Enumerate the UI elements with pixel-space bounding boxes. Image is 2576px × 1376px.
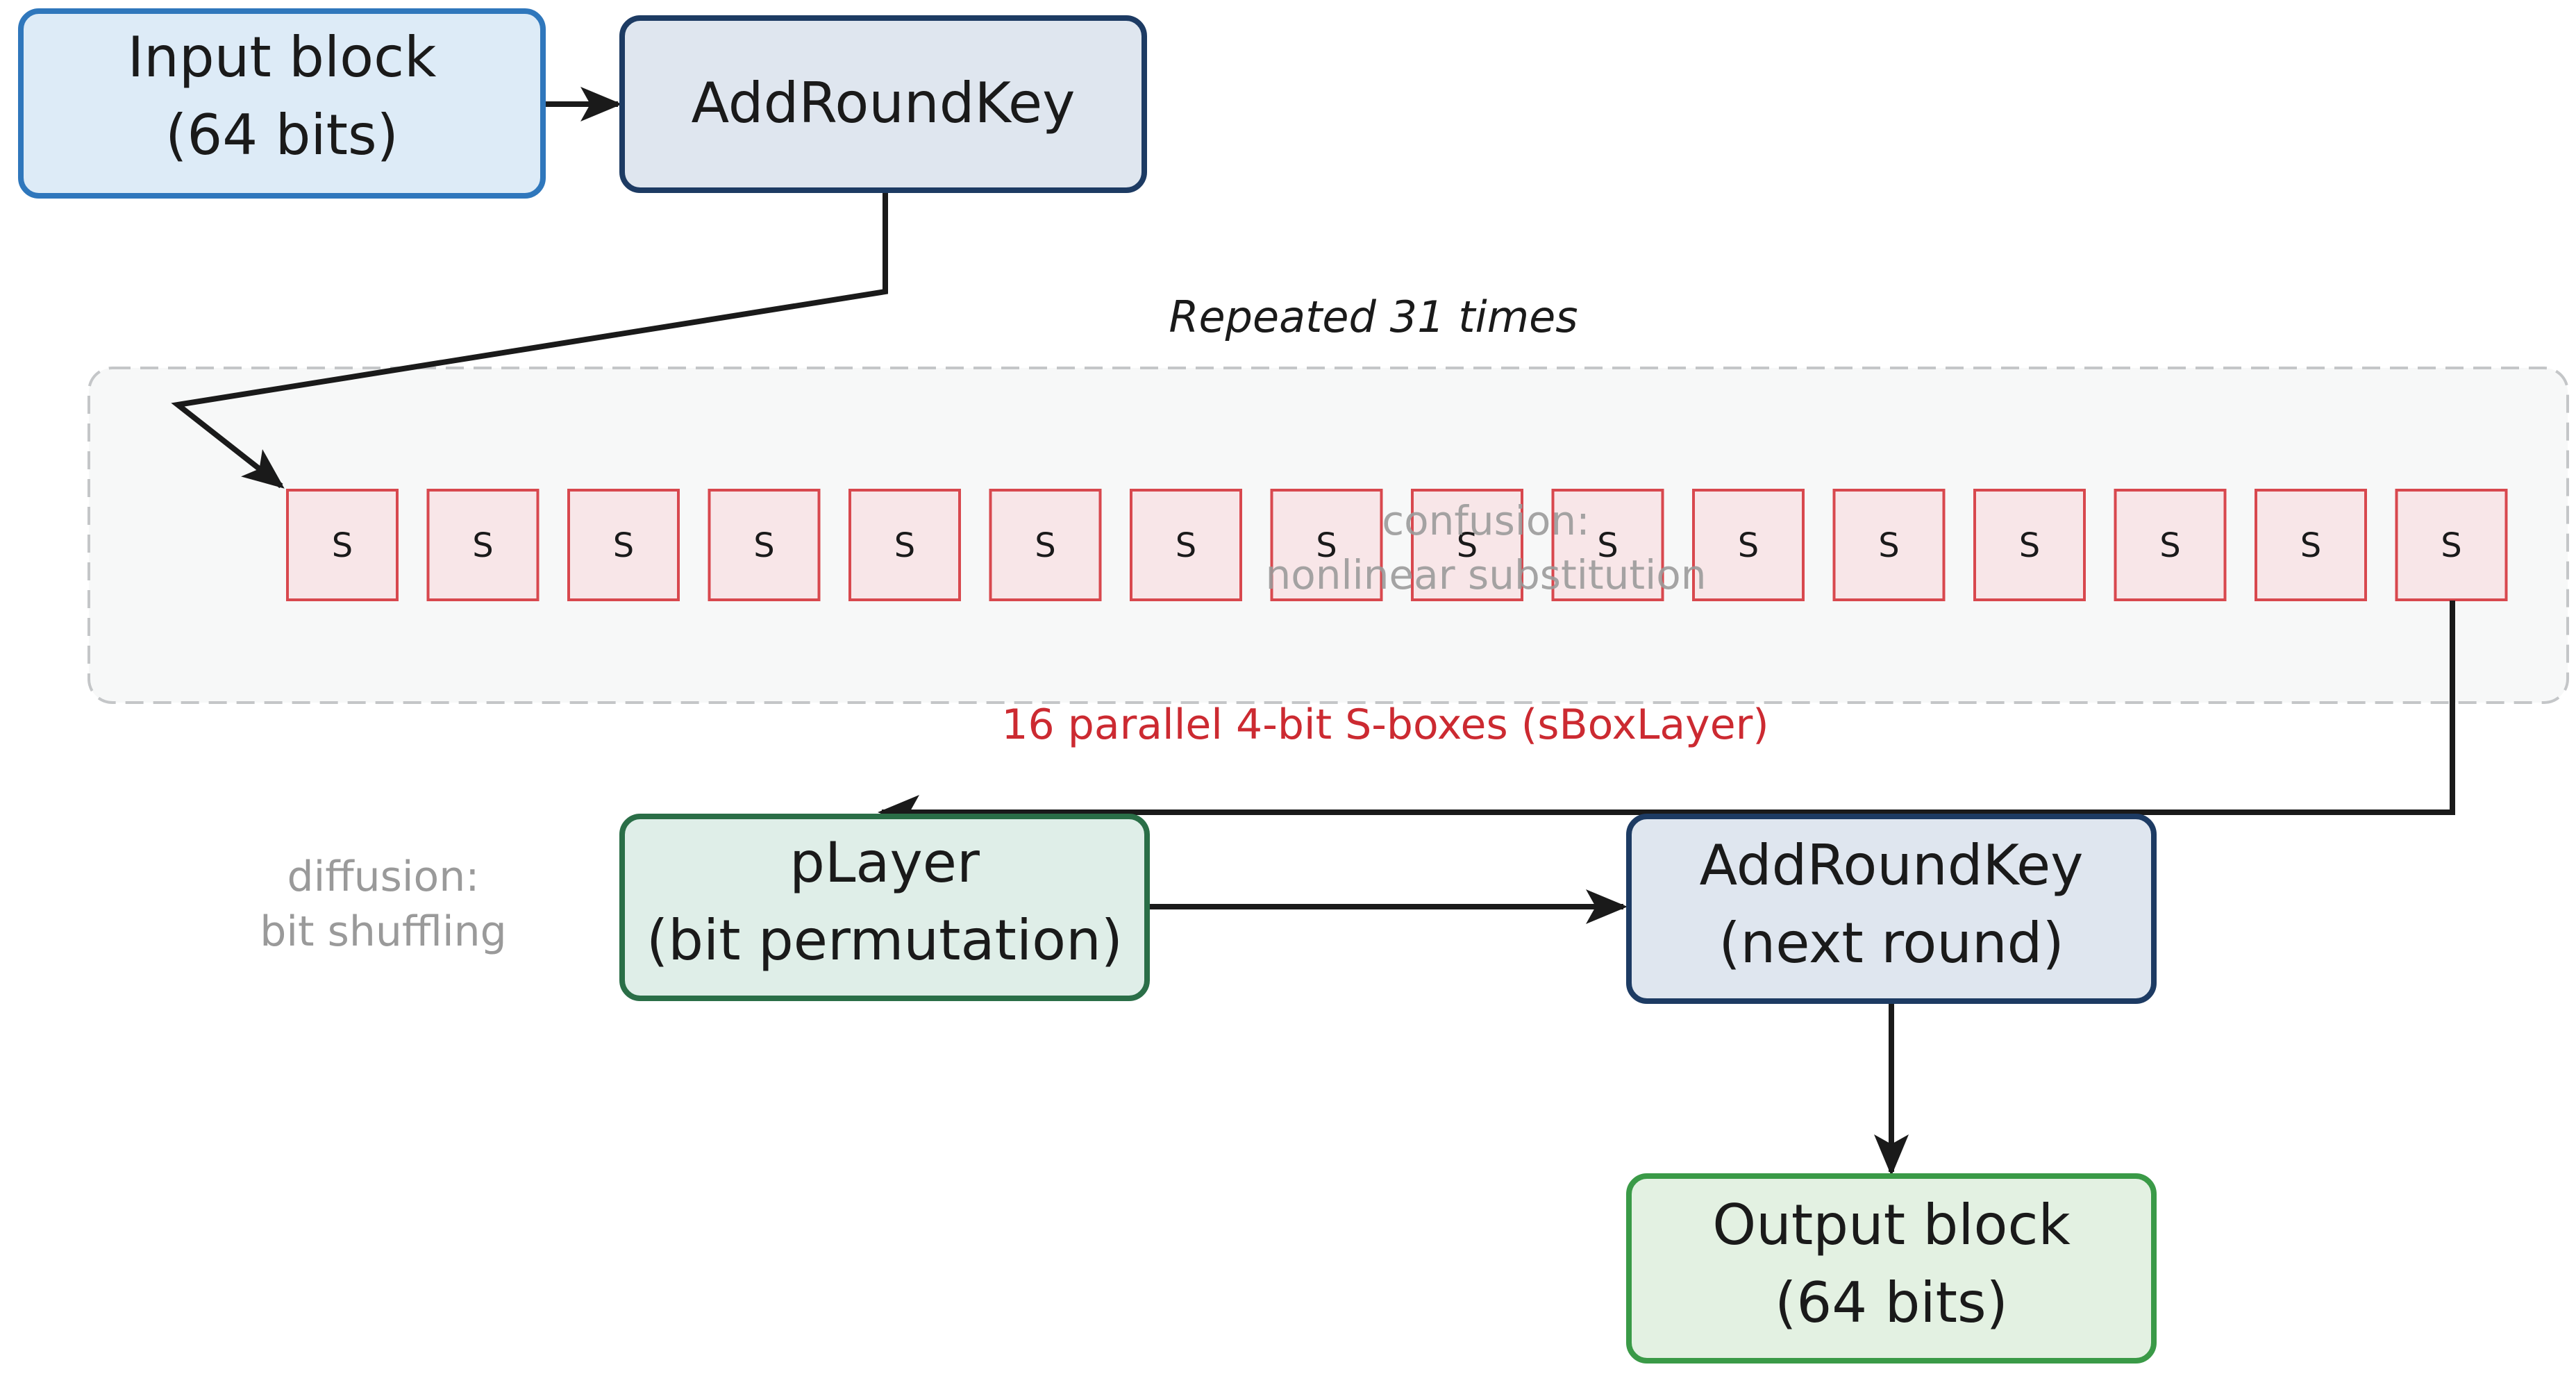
output-block-title: Output block <box>1712 1193 2071 1257</box>
input-block-title: Input block <box>128 25 437 90</box>
arrow-addroundkey-to-sboxes <box>171 190 888 489</box>
player-node: pLayer (bit permutation) <box>619 814 1150 1001</box>
sbox: S <box>286 489 399 601</box>
round-group-label: Repeated 31 times <box>1169 292 1578 342</box>
sbox-label: S <box>2159 526 2180 565</box>
addroundkey-title: AddRoundKey <box>691 71 1075 135</box>
sbox: S <box>1832 489 1946 601</box>
output-block-node: Output block (64 bits) <box>1626 1173 2157 1364</box>
sbox-label: S <box>1457 526 1478 565</box>
arrow-sboxes-to-player <box>878 601 2455 830</box>
sbox: S <box>1551 489 1664 601</box>
sbox-frame <box>2395 489 2508 601</box>
sbox-label: S <box>2300 526 2321 565</box>
addroundkey-node: AddRoundKey <box>619 15 1147 193</box>
sbox-frame <box>2114 489 2227 601</box>
sbox: S <box>1973 489 2086 601</box>
confusion-description: nonlinear substitution <box>1266 551 1707 598</box>
sbox-frame <box>1411 489 1523 601</box>
player-title: pLayer <box>789 830 980 895</box>
sbox-label: S <box>1316 526 1337 565</box>
sbox-label: S <box>2441 526 2461 565</box>
diffusion-description: bit shuffling <box>260 907 506 956</box>
sbox-frame <box>426 489 540 601</box>
output-block-size: (64 bits) <box>1775 1270 2008 1335</box>
sbox-label: S <box>1176 526 1196 565</box>
sbox-frame <box>2255 489 2367 601</box>
sbox: S <box>1270 489 1383 601</box>
sbox: S <box>1130 489 1242 601</box>
sbox-layer-caption: 16 parallel 4-bit S-boxes (sBoxLayer) <box>1001 700 1768 749</box>
input-block-node: Input block (64 bits) <box>18 8 546 199</box>
sbox-frame <box>1832 489 1946 601</box>
sbox-frame <box>989 489 1102 601</box>
sbox-frame <box>708 489 821 601</box>
sbox: S <box>426 489 540 601</box>
sbox: S <box>2395 489 2508 601</box>
input-block-size: (64 bits) <box>165 103 399 167</box>
connectors <box>171 87 2455 1176</box>
addroundkey-next-node: AddRoundKey (next round) <box>1626 814 2157 1004</box>
addroundkey-next-title: AddRoundKey <box>1699 833 2083 898</box>
sbox-label: S <box>472 526 493 565</box>
sbox-frame <box>848 489 961 601</box>
sbox: S <box>848 489 961 601</box>
sbox-label: S <box>753 526 774 565</box>
diffusion-label: diffusion: <box>287 853 479 901</box>
sbox-frame <box>1130 489 1242 601</box>
sbox: S <box>1411 489 1523 601</box>
sbox-label: S <box>332 526 353 565</box>
sbox-frame <box>1973 489 2086 601</box>
sbox-frame <box>1551 489 1664 601</box>
player-description: (bit permutation) <box>646 908 1123 973</box>
sbox: S <box>1692 489 1805 601</box>
sbox-frame <box>1692 489 1805 601</box>
sbox-label: S <box>2019 526 2040 565</box>
sbox-label: S <box>613 526 634 565</box>
sbox-label: S <box>894 526 915 565</box>
sbox: S <box>2114 489 2227 601</box>
sbox: S <box>708 489 821 601</box>
sbox-frame <box>1270 489 1383 601</box>
sbox-label: S <box>1878 526 1899 565</box>
sbox-label: S <box>1597 526 1618 565</box>
sbox-frame <box>286 489 399 601</box>
sbox: S <box>989 489 1102 601</box>
confusion-label: confusion: <box>1382 497 1589 544</box>
sbox-frame <box>567 489 680 601</box>
sbox: S <box>567 489 680 601</box>
sbox-label: S <box>1035 526 1055 565</box>
sbox-label: S <box>1738 526 1759 565</box>
sbox: S <box>2255 489 2367 601</box>
addroundkey-next-description: (next round) <box>1718 911 2064 975</box>
